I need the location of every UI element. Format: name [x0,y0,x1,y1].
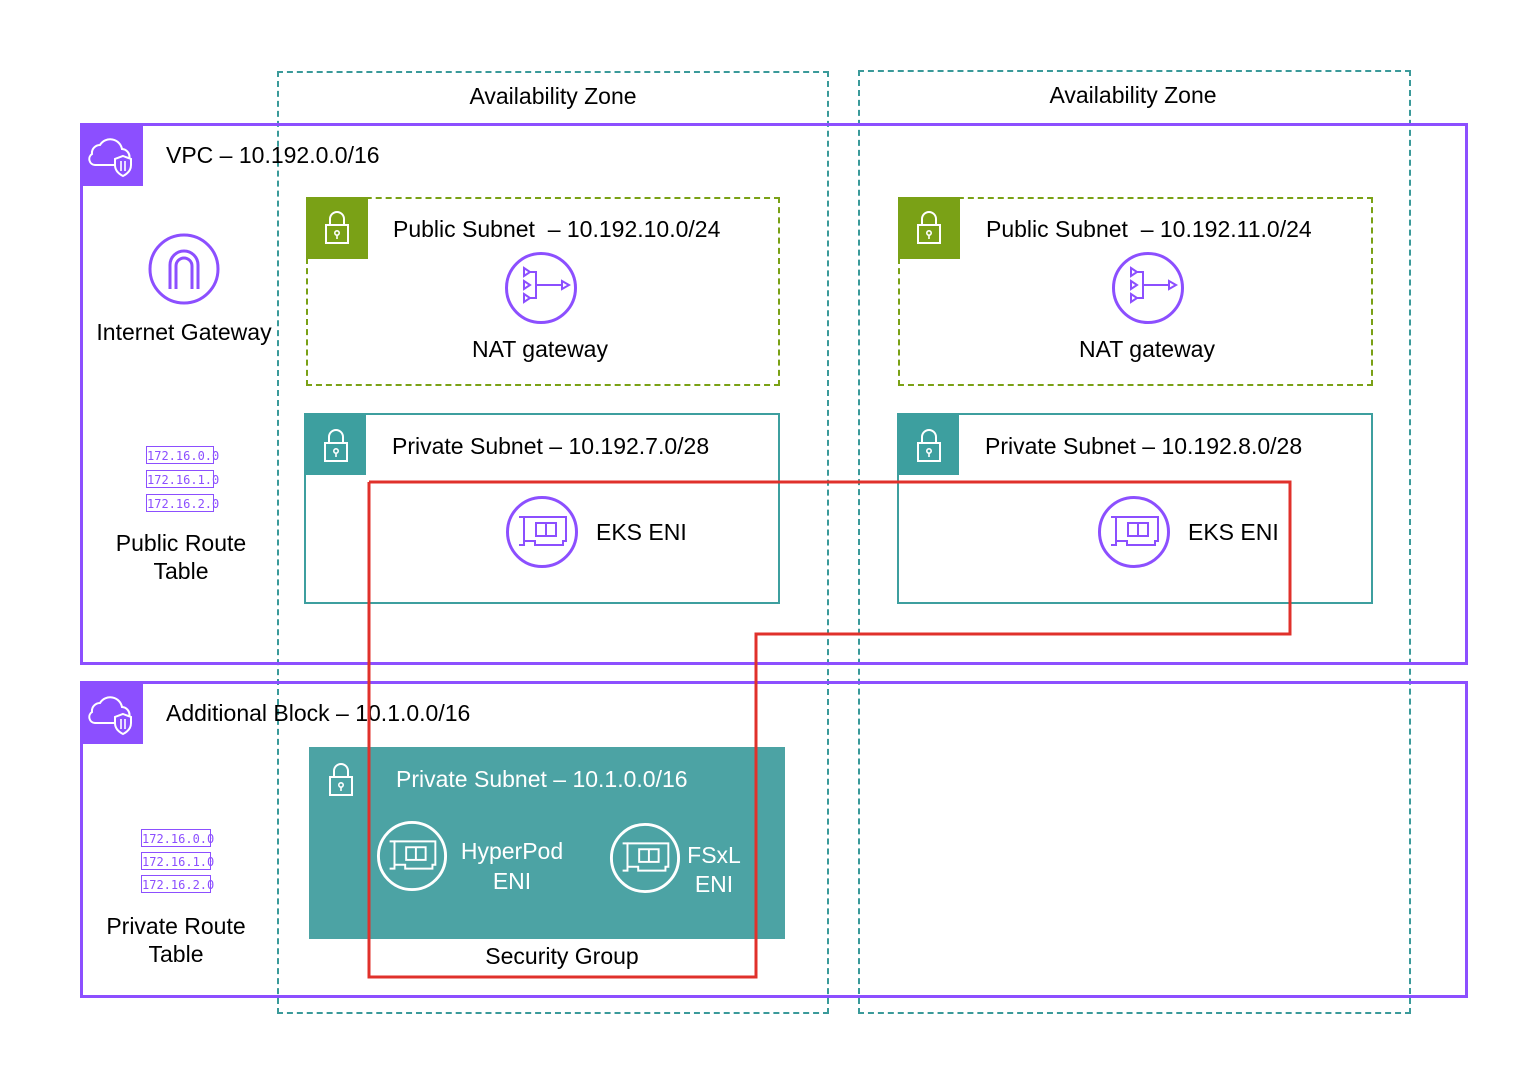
public-subnet-2 [898,197,1373,386]
route-table-entry: 172.16.1.0 [141,852,214,870]
availability-zone-1-label: Availability Zone [469,83,637,109]
lock-icon [898,197,960,259]
fsxl-eni-label: FSxL [687,842,741,868]
additional-block-label: Additional Block – 10.1.0.0/16 [166,700,471,726]
route-table-entry: 172.16.1.0 [146,470,219,488]
eks-eni-label: EKS ENI [596,519,687,545]
internet-gateway-icon [148,233,220,305]
network-interface-icon [376,820,448,892]
public-subnet-1-label: Public Subnet – 10.192.10.0/24 [393,216,721,242]
public-subnet-1 [306,197,780,386]
public-route-table-label: Public Route [115,530,247,556]
network-interface-icon [609,822,681,894]
vpc-label: VPC – 10.192.0.0/16 [166,142,380,168]
hyperpod-eni-label: HyperPod [460,838,564,864]
private-subnet-2 [897,413,1373,604]
private-route-table-label-line2: Table [148,941,204,967]
fsxl-eni-label-line2: ENI [694,871,734,897]
eks-eni-label: EKS ENI [1188,519,1279,545]
vpc-cloud-shield-icon [80,123,143,186]
security-group-label: Security Group [485,943,639,969]
private-route-table-label: Private Route [106,913,246,939]
network-interface-icon [1097,495,1171,569]
route-table-entry: 172.16.2.0 [146,494,219,512]
availability-zone-2 [858,70,1411,1014]
nat-gateway-icon [504,251,578,325]
vpc-cloud-shield-icon [80,681,143,744]
additional-private-subnet-label: Private Subnet – 10.1.0.0/16 [396,766,688,792]
hyperpod-eni-label-line2: ENI [492,868,532,894]
route-table-icon: 172.16.0.0 172.16.1.0 172.16.2.0 [146,446,219,512]
vpc-container [80,123,1468,665]
route-table-entry: 172.16.0.0 [141,829,214,847]
private-subnet-2-label: Private Subnet – 10.192.8.0/28 [985,433,1303,459]
lock-icon [899,415,959,475]
availability-zone-2-label: Availability Zone [1049,82,1217,108]
route-table-entry: 172.16.2.0 [141,875,214,893]
lock-icon [306,197,368,259]
network-interface-icon [505,495,579,569]
internet-gateway-label: Internet Gateway [96,319,272,345]
lock-icon [306,415,366,475]
public-route-table-label-line2: Table [153,558,209,584]
route-table-entry: 172.16.0.0 [146,446,219,464]
availability-zone-1 [277,71,829,1014]
private-subnet-1 [304,413,780,604]
nat-gateway-icon [1111,251,1185,325]
public-subnet-2-label: Public Subnet – 10.192.11.0/24 [986,216,1312,242]
lock-icon [312,750,370,808]
additional-block-container [80,681,1468,998]
private-subnet-1-label: Private Subnet – 10.192.7.0/28 [392,433,710,459]
route-table-icon: 172.16.0.0 172.16.1.0 172.16.2.0 [141,829,214,893]
additional-private-subnet [309,747,785,939]
nat-gateway-label: NAT gateway [1079,336,1215,362]
nat-gateway-label: NAT gateway [472,336,608,362]
